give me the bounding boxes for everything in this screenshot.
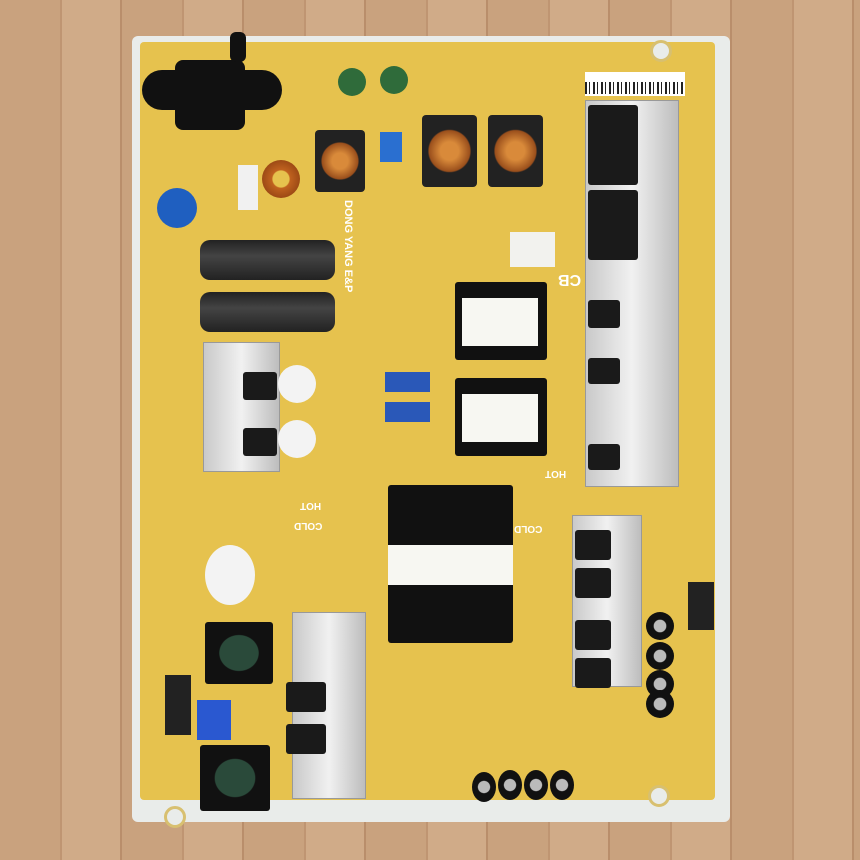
- transistor: [286, 682, 326, 712]
- transistor: [575, 530, 611, 560]
- glue-blob: [278, 420, 316, 458]
- transformer-label: [388, 545, 513, 585]
- transistor: [588, 105, 638, 185]
- mounting-hole: [648, 785, 670, 807]
- capacitor: [498, 770, 522, 800]
- electrolytic-capacitor: [200, 292, 335, 332]
- barcode-sticker: [585, 72, 685, 96]
- hot-label: HOT: [300, 500, 322, 511]
- connector: [688, 582, 714, 630]
- electrolytic-capacitor: [200, 240, 335, 280]
- heatsink: [203, 342, 280, 472]
- transistor: [575, 620, 611, 650]
- connector: [165, 675, 191, 735]
- capacitor: [550, 770, 574, 800]
- film-capacitor: [385, 402, 430, 422]
- varistor: [380, 66, 408, 94]
- transistor: [243, 372, 277, 400]
- line-filter-coil: [488, 115, 543, 187]
- ac-inlet-socket: [175, 60, 245, 130]
- transformer-label: [462, 298, 538, 346]
- line-filter-coil: [315, 130, 365, 192]
- resistor-block: [510, 232, 555, 267]
- glue-blob: [205, 545, 255, 605]
- transistor: [575, 658, 611, 688]
- capacitor: [524, 770, 548, 800]
- cold-label: COLD: [514, 523, 543, 534]
- transistor: [286, 724, 326, 754]
- transistor: [588, 300, 620, 328]
- mounting-hole: [650, 40, 672, 62]
- socket-clip: [230, 32, 246, 62]
- glue-blob: [278, 365, 316, 403]
- transistor: [243, 428, 277, 456]
- transistor: [588, 444, 620, 470]
- film-capacitor: [385, 372, 430, 392]
- standby-transformer: [200, 745, 270, 811]
- mounting-hole: [164, 806, 186, 828]
- transistor: [588, 190, 638, 260]
- varistor: [338, 68, 366, 96]
- capacitor: [472, 772, 496, 802]
- film-capacitor: [197, 700, 231, 740]
- manufacturer-logo-text: DONG YANG E&P: [342, 200, 354, 293]
- transistor: [575, 568, 611, 598]
- capacitor: [646, 690, 674, 718]
- transistor: [588, 358, 620, 384]
- cold-label: COLD: [294, 520, 323, 531]
- standby-transformer: [205, 622, 273, 684]
- y-capacitor: [157, 188, 197, 228]
- hot-label: HOT: [545, 468, 567, 479]
- line-filter-coil: [422, 115, 477, 187]
- capacitor: [646, 642, 674, 670]
- cb-mark: CB: [558, 271, 582, 288]
- toroid-inductor: [262, 160, 300, 198]
- film-capacitor: [380, 132, 402, 162]
- resistor-block: [238, 165, 258, 210]
- transformer-label: [462, 394, 538, 442]
- capacitor: [646, 612, 674, 640]
